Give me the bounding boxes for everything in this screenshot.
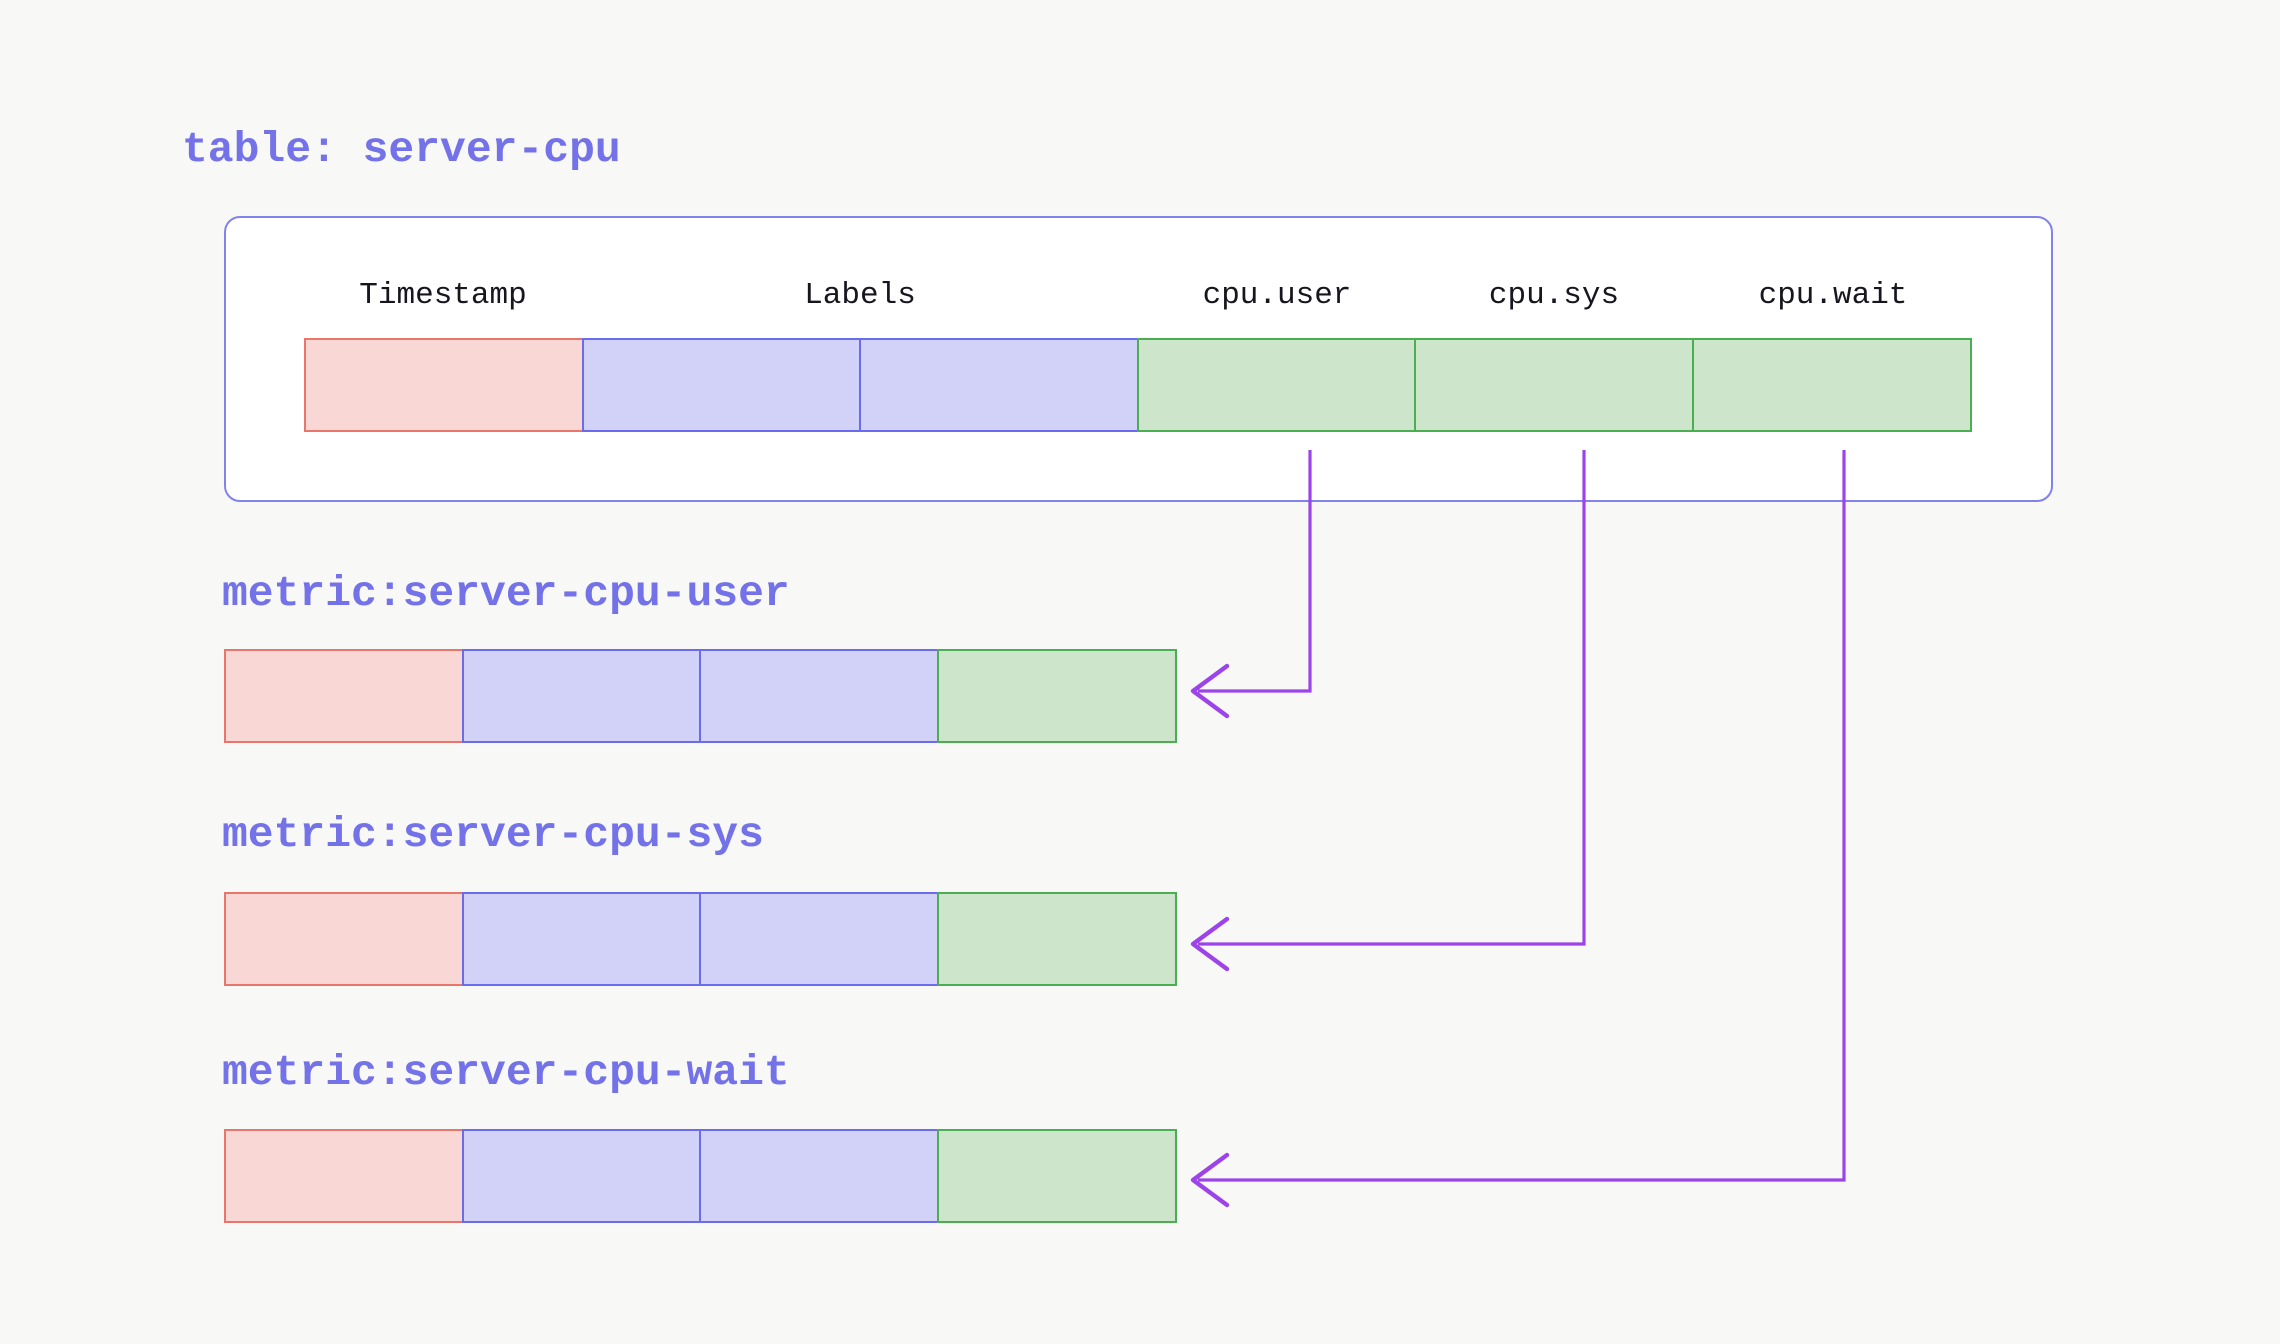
metric-user-cell-labels-2 (699, 649, 939, 743)
metric-user-cell-labels-1 (461, 649, 702, 743)
arrow-cpu-sys-to-metric-sys (1190, 450, 1586, 972)
table-cell-timestamp (304, 338, 584, 432)
table-cell-labels-1 (581, 338, 862, 432)
metric-title-user: metric:server-cpu-user (222, 569, 790, 618)
metric-sys-cell-labels-2 (699, 892, 939, 986)
metric-row-sys (224, 892, 1177, 986)
metric-wait-cell-timestamp (224, 1129, 464, 1223)
metric-wait-cell-value (936, 1129, 1177, 1223)
column-header-labels: Labels (804, 278, 916, 313)
metric-sys-cell-labels-1 (461, 892, 702, 986)
metric-sys-cell-timestamp (224, 892, 464, 986)
metric-wait-cell-labels-1 (461, 1129, 702, 1223)
metric-row-wait (224, 1129, 1177, 1223)
arrow-left-icon (1190, 1152, 1230, 1208)
table-title: table: server-cpu (182, 125, 621, 174)
metric-title-wait: metric:server-cpu-wait (222, 1048, 790, 1097)
metric-wait-cell-labels-2 (699, 1129, 939, 1223)
arrow-left-icon (1190, 663, 1230, 719)
table-cell-cpu-sys (1414, 338, 1694, 432)
table-cell-cpu-wait (1691, 338, 1972, 432)
table-cell-labels-2 (859, 338, 1139, 432)
table-row (304, 338, 1972, 432)
metric-user-cell-timestamp (224, 649, 464, 743)
metric-title-sys: metric:server-cpu-sys (222, 810, 764, 859)
column-header-cpu-sys: cpu.sys (1488, 278, 1620, 313)
column-header-timestamp: Timestamp (359, 278, 527, 313)
column-header-cpu-wait: cpu.wait (1758, 278, 1908, 313)
table-cell-cpu-user (1136, 338, 1417, 432)
column-header-cpu-user: cpu.user (1202, 278, 1352, 313)
metric-user-cell-value (936, 649, 1177, 743)
arrow-left-icon (1190, 916, 1230, 972)
arrow-cpu-wait-to-metric-wait (1190, 450, 1846, 1208)
table-box: Timestamp Labels cpu.user cpu.sys cpu.wa… (224, 216, 2053, 502)
metric-sys-cell-value (936, 892, 1177, 986)
metric-row-user (224, 649, 1177, 743)
